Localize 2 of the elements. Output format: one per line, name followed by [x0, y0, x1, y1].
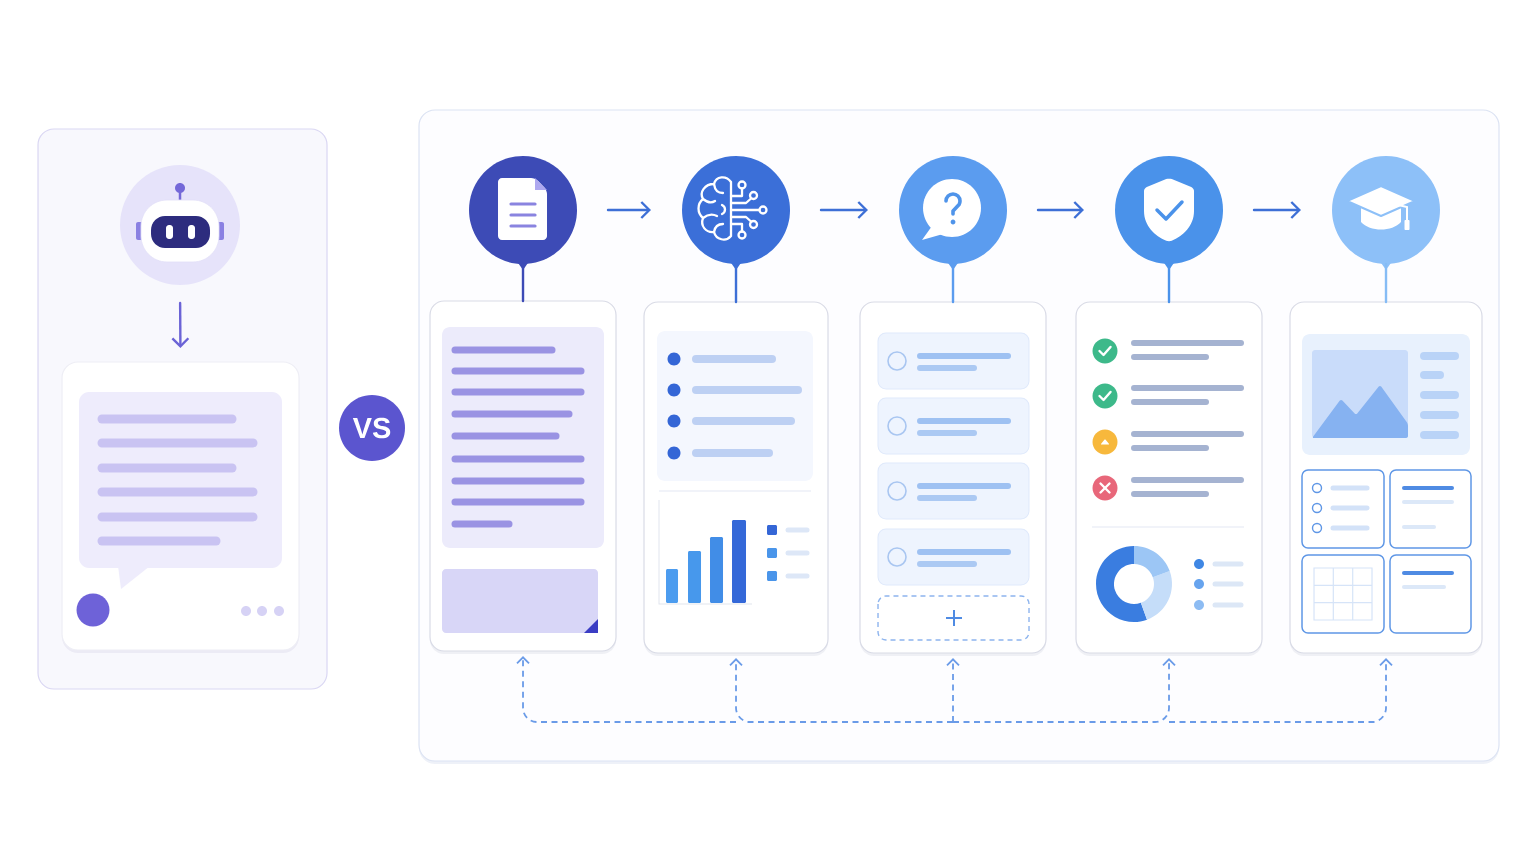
arrow: [171, 301, 190, 348]
vs-badge: VS: [339, 395, 405, 461]
